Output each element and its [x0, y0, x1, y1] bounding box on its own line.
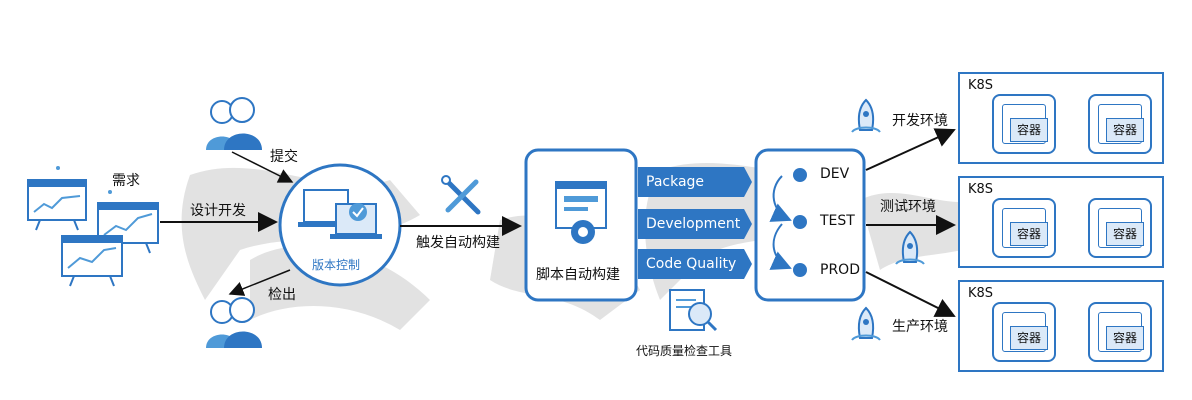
container-label: 容器 [1010, 118, 1048, 142]
dev-env-label: 开发环境 [892, 113, 948, 129]
prod-env-label: 生产环境 [892, 319, 948, 335]
k8s-cluster-test: K8S 容器 容器 [958, 176, 1164, 268]
checkout-label: 检出 [268, 287, 296, 303]
container-label: 容器 [1106, 222, 1144, 246]
code-quality-tool-label: 代码质量检查工具 [636, 344, 733, 358]
container-node: 容器 [1088, 302, 1152, 362]
requirements-label: 需求 [112, 173, 140, 189]
script-build-node [524, 148, 638, 302]
stage-development: Development [638, 209, 752, 239]
container-node: 容器 [1088, 198, 1152, 258]
container-node: 容器 [1088, 94, 1152, 154]
requirements-boards-icon [27, 166, 159, 287]
container-node: 容器 [992, 198, 1056, 258]
version-control-label: 版本控制 [312, 258, 361, 272]
commit-label: 提交 [270, 149, 298, 165]
tools-icon [441, 175, 481, 215]
commit-arrow [231, 151, 294, 183]
cluster-title: K8S [968, 286, 994, 301]
rocket-icon-dev [851, 98, 881, 133]
trigger-build-label: 触发自动构建 [416, 235, 500, 251]
developers-icon-top [206, 97, 262, 150]
cluster-title: K8S [968, 78, 994, 93]
version-control-node [278, 163, 402, 287]
test-env-label: 测试环境 [880, 199, 936, 215]
container-label: 容器 [1106, 326, 1144, 350]
checkout-arrow [228, 269, 291, 296]
deploy-dev-arrow [865, 128, 956, 171]
rocket-icon-test [895, 230, 925, 265]
env-test: TEST [820, 213, 855, 229]
deploy-prod-arrow [865, 271, 956, 317]
stage-package: Package [638, 167, 752, 197]
k8s-cluster-prod: K8S 容器 容器 [958, 280, 1164, 372]
container-node: 容器 [992, 302, 1056, 362]
code-quality-tool-icon [669, 289, 718, 332]
script-build-label: 脚本自动构建 [536, 267, 620, 283]
k8s-cluster-dev: K8S 容器 容器 [958, 72, 1164, 164]
env-prod: PROD [820, 262, 860, 278]
rocket-icon-prod [851, 306, 881, 341]
stage-code-quality: Code Quality [638, 249, 752, 279]
container-label: 容器 [1106, 118, 1144, 142]
container-node: 容器 [992, 94, 1056, 154]
container-label: 容器 [1010, 326, 1048, 350]
environments-node [754, 148, 866, 302]
developers-icon-bottom [206, 297, 262, 348]
cluster-title: K8S [968, 182, 994, 197]
design-dev-label: 设计开发 [190, 203, 246, 219]
container-label: 容器 [1010, 222, 1048, 246]
env-dev: DEV [820, 166, 850, 182]
